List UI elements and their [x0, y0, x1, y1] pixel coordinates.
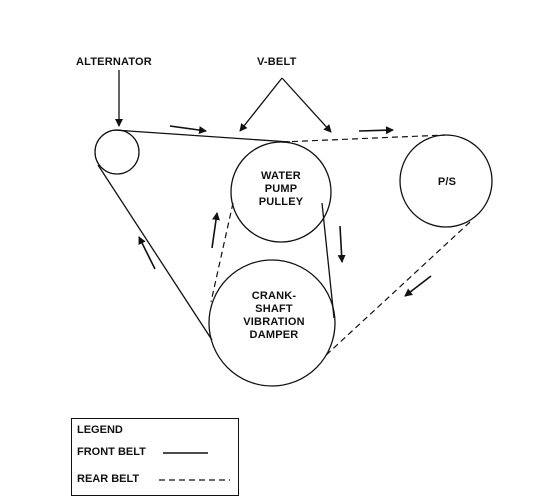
- direction-arrow-pump-right: [337, 225, 346, 263]
- direction-arrow-top-right: [358, 126, 394, 135]
- rear-belt: [210, 134, 471, 358]
- legend-title: LEGEND: [77, 424, 123, 436]
- alternator-label: ALTERNATOR: [76, 56, 152, 68]
- crankshaft-label-line-4: DAMPER: [249, 329, 299, 341]
- legend-rear-belt-label: REAR BELT: [77, 473, 140, 485]
- front-belt: [97, 129, 335, 341]
- legend-box: [71, 418, 239, 496]
- crankshaft-label-line-3: VIBRATION: [243, 316, 305, 328]
- water-pump-label-line-3: PULLEY: [258, 196, 304, 208]
- crankshaft-damper-pulley: [208, 259, 336, 387]
- ps-label: P/S: [437, 176, 457, 188]
- crankshaft-label-line-2: SHAFT: [255, 303, 293, 315]
- vbelt-label: V-BELT: [257, 56, 297, 68]
- ps-pulley: [399, 134, 493, 228]
- direction-arrow-top: [169, 125, 207, 134]
- direction-arrows: [138, 125, 432, 297]
- direction-arrow-pump-left: [211, 212, 220, 249]
- legend-front-belt-label: FRONT BELT: [77, 446, 146, 458]
- water-pump-label-line-2: PUMP: [264, 183, 298, 195]
- crankshaft-label: CRANK- SHAFT VIBRATION DAMPER: [243, 290, 304, 342]
- crankshaft-label-line-1: CRANK-: [251, 290, 297, 302]
- vbelt-pointers: [239, 77, 332, 133]
- water-pump-label: WATER PUMP PULLEY: [259, 170, 304, 209]
- water-pump-label-line-1: WATER: [261, 170, 301, 182]
- direction-arrow-left: [138, 236, 156, 270]
- alternator-pulley: [94, 129, 140, 175]
- direction-arrow-lower-right: [404, 275, 432, 297]
